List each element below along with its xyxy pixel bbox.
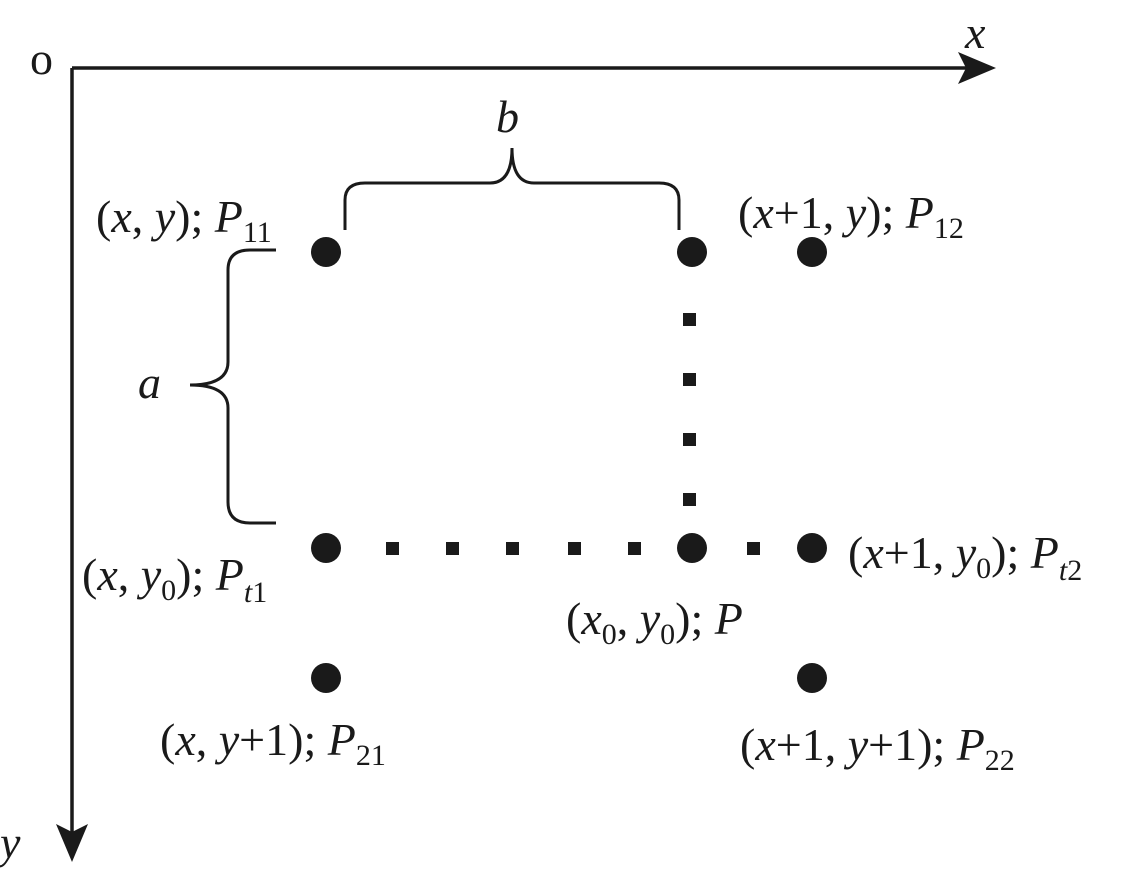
- dot-marker: [568, 542, 581, 555]
- axes: o x y: [0, 7, 996, 868]
- brace-a: a: [138, 248, 276, 525]
- point-p: [677, 533, 707, 563]
- x-axis-label: x: [964, 7, 986, 58]
- y-axis-label: y: [0, 817, 21, 868]
- x-axis-arrow: [958, 52, 996, 84]
- origin-label: o: [30, 33, 53, 84]
- point-p21: [311, 663, 341, 693]
- dot-marker: [506, 542, 519, 555]
- label-pt2: (x+1, y0); Pt2: [848, 527, 1082, 587]
- dot-marker: [683, 313, 696, 326]
- brace-b-label: b: [496, 91, 519, 142]
- point-p12: [797, 237, 827, 267]
- dot-marker: [628, 542, 641, 555]
- point-p11: [311, 237, 341, 267]
- label-p11: (x, y); P11: [96, 191, 272, 249]
- label-pt1: (x, y0); Pt1: [82, 549, 267, 609]
- label-p22: (x+1, y+1); P22: [740, 719, 1015, 777]
- point-p22: [797, 663, 827, 693]
- dot-marker: [747, 542, 760, 555]
- dotted-vertical: [683, 313, 696, 506]
- horizontal-brace: [343, 147, 681, 230]
- dot-marker: [386, 542, 399, 555]
- points: [311, 237, 827, 693]
- dot-marker: [683, 433, 696, 446]
- brace-a-label: a: [138, 357, 161, 408]
- point-pt2: [797, 533, 827, 563]
- dot-marker: [683, 493, 696, 506]
- dot-marker: [446, 542, 459, 555]
- brace-b: b: [343, 91, 681, 230]
- point-top-middle: [677, 237, 707, 267]
- y-axis-arrow: [56, 824, 88, 862]
- label-p12: (x+1, y); P12: [738, 187, 964, 245]
- dot-marker: [683, 373, 696, 386]
- label-p: (x0, y0); P: [566, 593, 743, 651]
- point-pt1: [311, 533, 341, 563]
- label-p21: (x, y+1); P21: [160, 714, 386, 772]
- dotted-horizontal: [386, 542, 760, 555]
- vertical-brace: [189, 248, 276, 525]
